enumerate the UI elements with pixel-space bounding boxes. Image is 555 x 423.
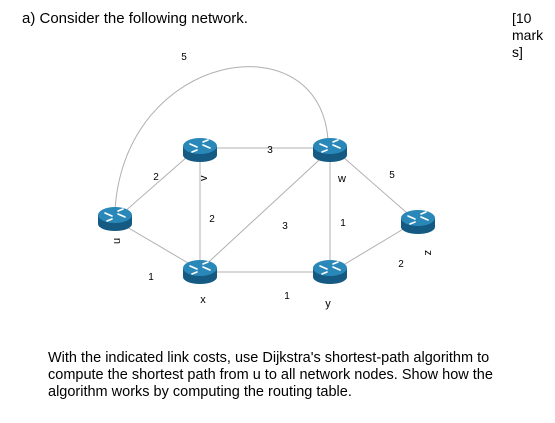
link-costs: 5 2 1 3 2 3 1 5 1 2 <box>148 52 404 302</box>
node-label-u: u <box>111 238 123 244</box>
router-icon-z <box>400 209 436 235</box>
cost-x-w: 3 <box>282 221 288 232</box>
cost-w-z: 5 <box>389 170 395 181</box>
node-label-x: x <box>200 294 206 306</box>
router-icon-x <box>182 259 218 285</box>
cost-v-x: 2 <box>209 214 215 225</box>
marks-line-3: s] <box>512 44 523 60</box>
links <box>114 66 416 273</box>
cost-u-v: 2 <box>153 172 159 183</box>
node-label-v: v <box>198 175 210 181</box>
instructions-text: With the indicated link costs, use Dijks… <box>48 350 493 400</box>
marks-line-2: mark <box>512 27 544 43</box>
question-title: a) Consider the following network. <box>22 10 248 27</box>
node-label-y: y <box>325 298 331 310</box>
cost-v-w: 3 <box>267 145 273 156</box>
node-labels: u v w x y z <box>111 173 434 310</box>
marks-label: [10 mark s] <box>512 10 552 61</box>
router-icon-v <box>182 137 218 163</box>
routers <box>97 137 436 285</box>
cost-y-z: 2 <box>398 259 404 270</box>
node-label-w: w <box>337 173 346 185</box>
cost-u-x: 1 <box>148 272 154 283</box>
cost-w-y: 1 <box>340 218 346 229</box>
link-u-w <box>114 66 329 211</box>
link-x-w <box>199 149 331 271</box>
link-u-v <box>114 149 196 221</box>
cost-x-y: 1 <box>284 291 290 302</box>
link-y-z <box>334 221 416 271</box>
router-icon-w <box>312 137 348 163</box>
link-w-z <box>334 149 416 221</box>
marks-line-1: [10 <box>512 10 532 26</box>
network-diagram: 5 2 1 3 2 3 1 5 1 2 u v w x y z <box>97 52 436 310</box>
router-icon-y <box>312 259 348 285</box>
node-label-z: z <box>422 250 434 256</box>
cost-u-w: 5 <box>181 52 187 63</box>
link-u-x <box>114 219 201 271</box>
router-icon-u <box>97 206 133 232</box>
